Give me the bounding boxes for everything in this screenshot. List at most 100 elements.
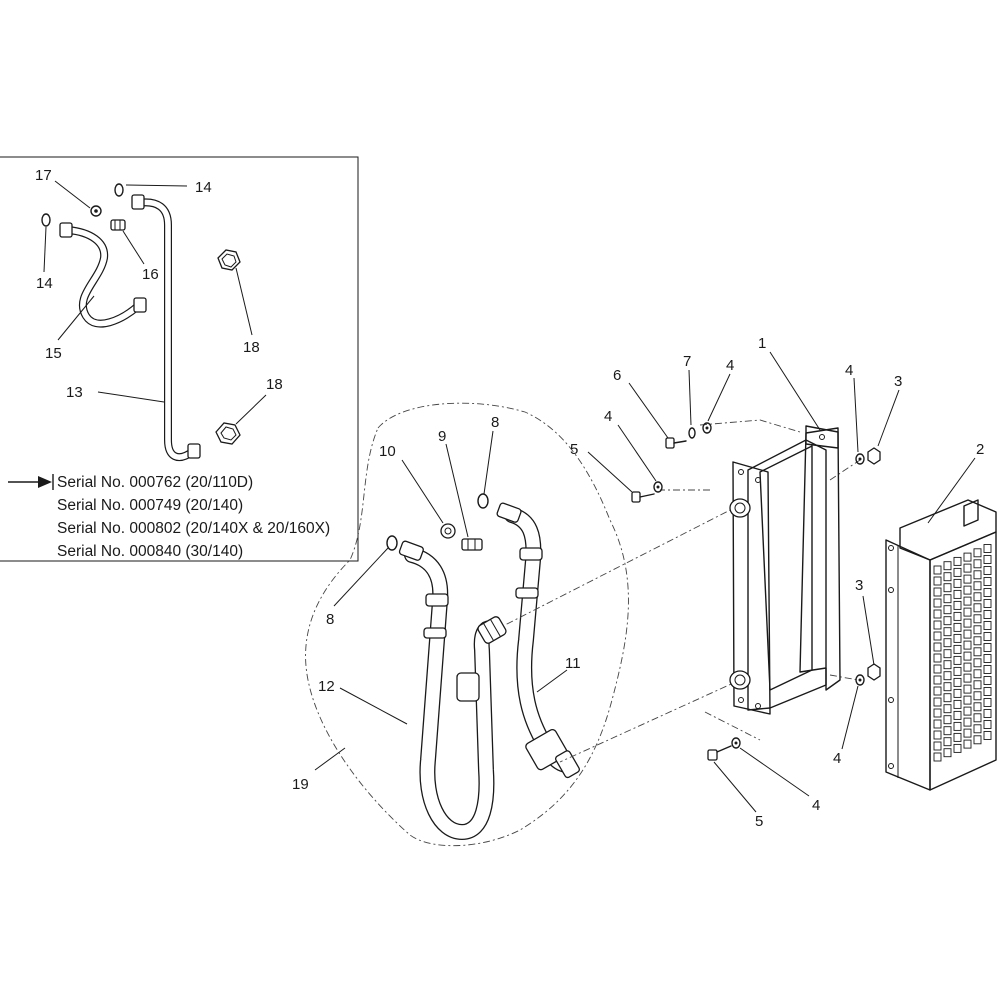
mesh-hole	[943, 616, 952, 626]
serial-line-4: Serial No. 000840 (30/140)	[57, 543, 243, 560]
mesh-hole	[933, 697, 942, 707]
mesh-hole	[933, 642, 942, 652]
mesh-hole	[933, 708, 942, 718]
mesh-hole	[963, 618, 972, 628]
bolt-6	[665, 437, 687, 449]
mesh-hole	[933, 664, 942, 674]
mesh-hole	[973, 581, 982, 591]
mesh-hole	[983, 555, 992, 564]
mesh-hole	[963, 640, 972, 650]
mesh-hole	[943, 561, 952, 571]
mesh-hole	[983, 610, 992, 619]
callout-3-bottom: 3	[855, 577, 863, 594]
mesh-hole	[943, 748, 952, 758]
callout-10: 10	[379, 443, 396, 460]
callout-14-top: 14	[195, 179, 212, 196]
mesh-hole	[953, 710, 962, 720]
callout-8-right: 8	[491, 414, 499, 431]
serial-line-2: Serial No. 000749 (20/140)	[57, 497, 243, 514]
mesh-hole	[983, 709, 992, 718]
mesh-hole	[973, 691, 982, 701]
inset-panel: 17 14 14 16 15 18 18 13 Serial No. 00076…	[0, 156, 359, 562]
mesh-hole	[963, 596, 972, 606]
mesh-hole	[983, 544, 992, 553]
bolt-5-top	[631, 491, 655, 503]
washer-4-bottom	[731, 737, 741, 749]
mesh-hole	[943, 682, 952, 692]
tube-15	[59, 222, 147, 328]
mesh-hole	[943, 583, 952, 593]
mesh-hole	[933, 675, 942, 685]
mesh-hole	[953, 644, 962, 654]
mesh-hole	[933, 631, 942, 641]
o-ring-8-left	[386, 535, 398, 551]
mesh-hole	[973, 647, 982, 657]
mesh-hole	[973, 735, 982, 745]
mesh-hole	[953, 688, 962, 698]
mesh-hole	[943, 638, 952, 648]
callout-2: 2	[976, 441, 984, 458]
callout-19: 19	[292, 776, 309, 793]
mesh-hole	[953, 655, 962, 665]
mesh-hole	[963, 585, 972, 595]
mesh-hole	[933, 686, 942, 696]
callout-18-bottom: 18	[266, 376, 283, 393]
mesh-hole	[953, 556, 962, 566]
o-ring-14-top	[114, 183, 124, 197]
mesh-hole	[963, 684, 972, 694]
callout-5-bottom: 5	[755, 813, 763, 830]
o-ring-7	[688, 427, 696, 439]
mesh-hole	[983, 621, 992, 630]
mesh-hole	[953, 699, 962, 709]
mesh-hole	[953, 578, 962, 588]
mesh-hole	[973, 669, 982, 679]
mesh-hole	[963, 739, 972, 749]
mesh-hole	[933, 730, 942, 740]
hose-kit-19-outline	[305, 402, 629, 847]
mesh-hole	[933, 576, 942, 586]
mesh-hole	[973, 680, 982, 690]
mesh-hole	[963, 552, 972, 562]
mesh-hole	[973, 702, 982, 712]
callout-8-left: 8	[326, 611, 334, 628]
callout-6: 6	[613, 367, 621, 384]
mesh-hole	[933, 752, 942, 762]
o-ring-14-left	[41, 213, 51, 227]
mesh-hole	[983, 731, 992, 740]
callout-16: 16	[142, 266, 159, 283]
mesh-hole	[963, 728, 972, 738]
mesh-hole	[933, 653, 942, 663]
mesh-hole	[983, 632, 992, 641]
mesh-hole	[943, 605, 952, 615]
mesh-hole	[983, 599, 992, 608]
callout-14-left: 14	[36, 275, 53, 292]
mesh-hole	[943, 594, 952, 604]
mesh-hole	[963, 673, 972, 683]
serial-line-3: Serial No. 000802 (20/140X & 20/160X)	[57, 520, 330, 537]
tube-13	[131, 194, 201, 462]
mesh-hole	[953, 589, 962, 599]
mesh-hole	[943, 627, 952, 637]
callout-9: 9	[438, 428, 446, 445]
fitting-16	[110, 219, 126, 231]
callout-5-top: 5	[570, 441, 578, 458]
mesh-hole	[963, 651, 972, 661]
mesh-hole	[933, 587, 942, 597]
mesh-hole	[973, 713, 982, 723]
mesh-hole	[983, 577, 992, 586]
mesh-hole	[943, 704, 952, 714]
mesh-hole	[933, 565, 942, 575]
mesh-hole	[973, 603, 982, 613]
mesh-hole	[983, 687, 992, 696]
mesh-hole	[983, 643, 992, 652]
mesh-hole	[983, 566, 992, 575]
hose-11	[496, 502, 580, 779]
mesh-hole	[953, 600, 962, 610]
oil-cooler-1	[504, 419, 861, 763]
callout-4-bottom: 4	[812, 797, 820, 814]
washer-17	[90, 205, 102, 217]
mesh-hole	[983, 588, 992, 597]
mesh-hole	[983, 654, 992, 663]
mesh-hole	[953, 622, 962, 632]
